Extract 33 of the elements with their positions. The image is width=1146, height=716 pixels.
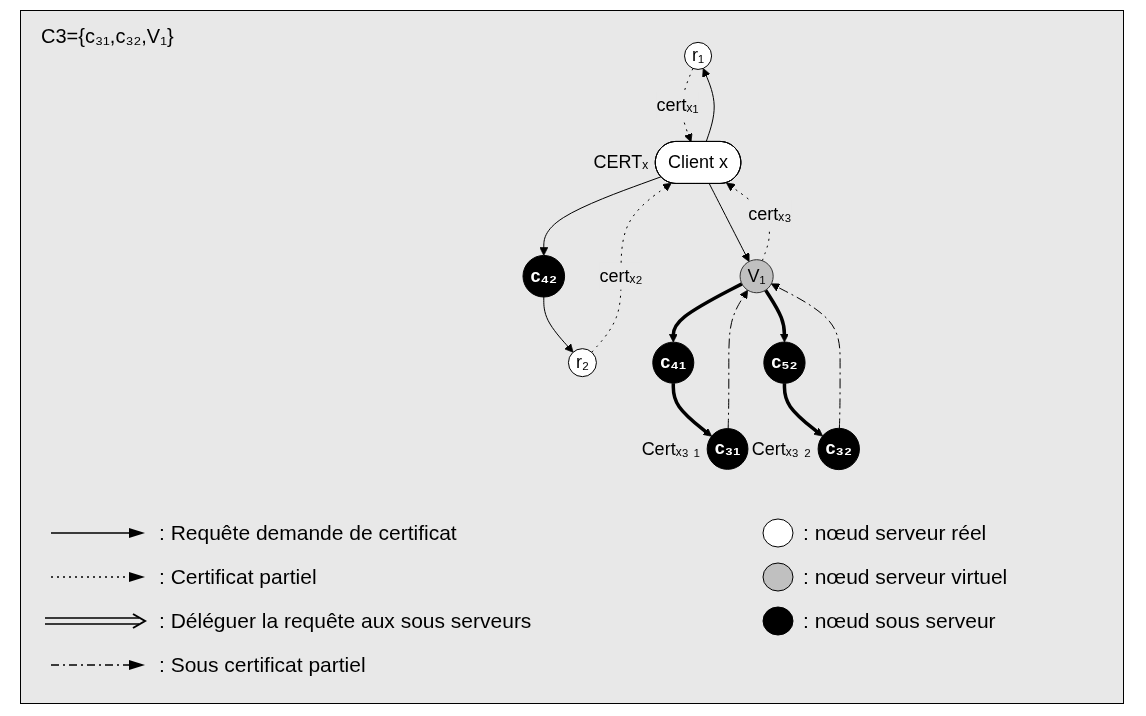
node-circle: c₄₂ bbox=[522, 254, 565, 298]
arrow bbox=[727, 289, 748, 430]
arrow bbox=[543, 296, 574, 353]
arrow bbox=[671, 383, 712, 437]
legend-text: : Déléguer la requête aux sous serveurs bbox=[159, 609, 532, 633]
arrow bbox=[539, 176, 662, 256]
edge-label: certₓ₃ bbox=[748, 203, 792, 224]
arrow bbox=[782, 383, 823, 437]
set-formula: C3={c₃₁,c₃₂,V₁} bbox=[41, 25, 174, 48]
legend-text: : nœud serveur réel bbox=[803, 521, 987, 545]
node-caption: CERTₓ bbox=[593, 152, 649, 174]
legend-text: : nœud serveur virtuel bbox=[803, 565, 1008, 589]
node-circle: V₁ bbox=[739, 259, 774, 294]
node-circle: c₄₁ bbox=[652, 341, 695, 384]
node-circle: c₃₁ bbox=[706, 428, 749, 470]
legend-text: : Requête demande de certificat bbox=[159, 521, 457, 545]
legend-text: : nœud sous serveur bbox=[803, 609, 996, 633]
edge-label: certₓ₁ bbox=[656, 94, 699, 115]
arrow bbox=[668, 282, 743, 343]
arrow bbox=[708, 183, 750, 262]
legend-text: : Certificat partiel bbox=[159, 565, 317, 589]
arrow bbox=[591, 182, 672, 353]
node-circle: c₅₂ bbox=[763, 341, 806, 384]
arrow bbox=[763, 289, 789, 343]
arrow bbox=[702, 68, 715, 143]
node-caption: Certₓ₃ ₂ bbox=[751, 438, 811, 460]
arrow bbox=[770, 283, 841, 429]
node-circle: r₁ bbox=[683, 41, 712, 70]
node-circle: c₃₂ bbox=[817, 427, 860, 471]
node-caption: Certₓ₃ ₁ bbox=[641, 438, 700, 460]
edge-label: certₓ₂ bbox=[599, 265, 643, 286]
legend-text: : Sous certificat partiel bbox=[159, 653, 366, 677]
node-circle: r₂ bbox=[567, 348, 597, 378]
